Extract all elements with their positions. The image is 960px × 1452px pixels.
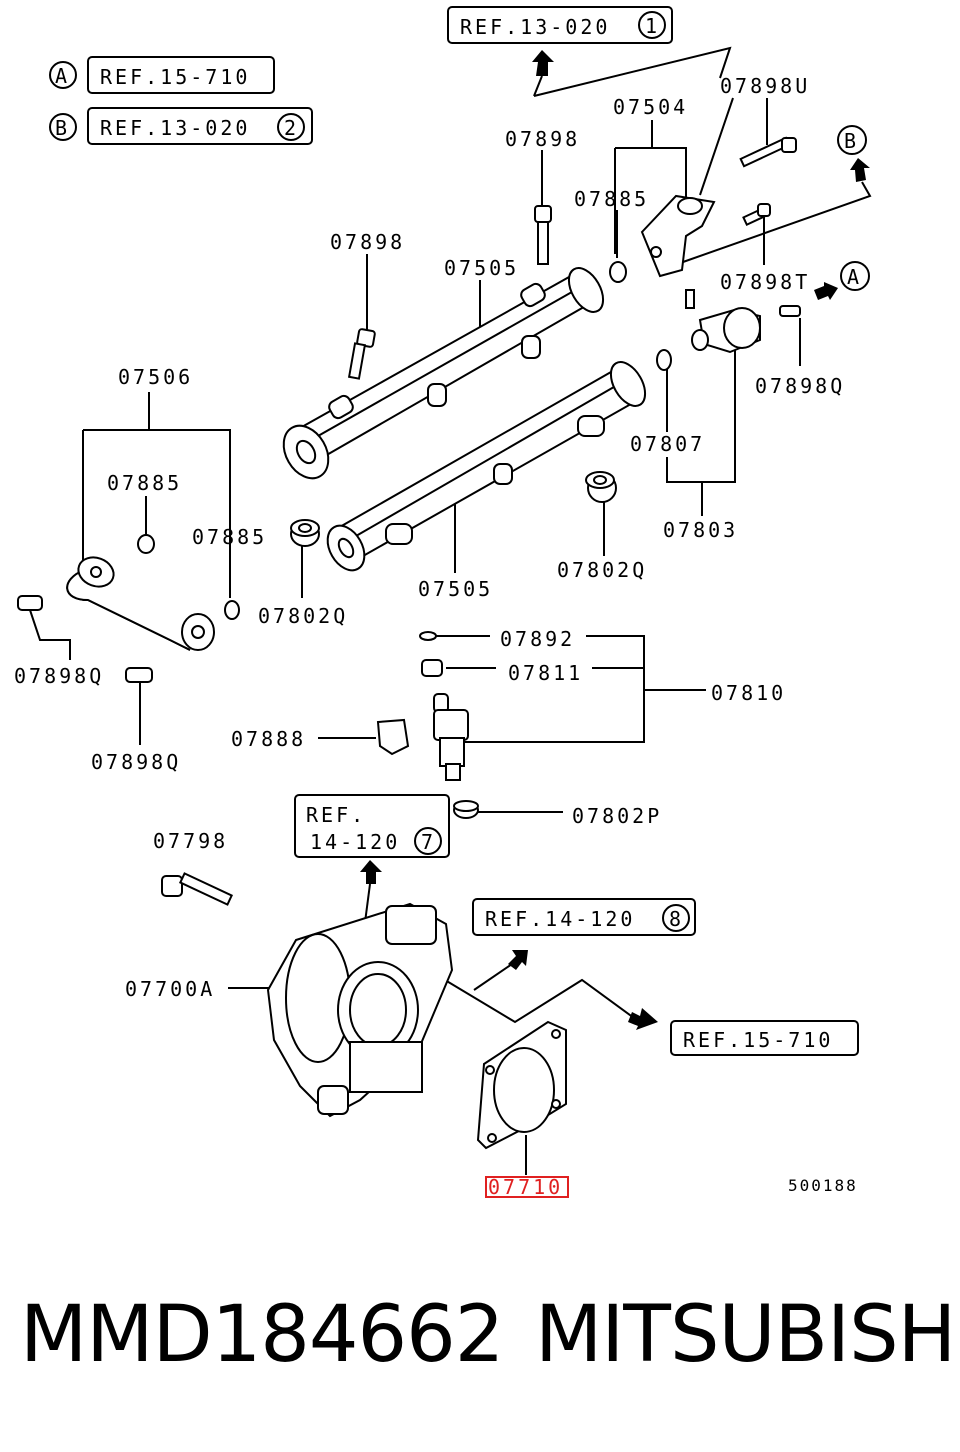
seal-07892[interactable] [419, 631, 437, 641]
fuel-rail-upper[interactable] [275, 262, 610, 486]
crossover-pipe[interactable] [66, 553, 215, 651]
connector-clip-07888[interactable] [376, 718, 410, 756]
arrow-icon [473, 950, 528, 991]
label-07505-a[interactable]: 07505 [444, 256, 519, 280]
label-07885-b[interactable]: 07885 [107, 471, 182, 495]
grommet-07802p[interactable] [453, 800, 479, 819]
ref-text: REF.13-020 [100, 116, 250, 140]
o-ring-07885-a[interactable] [609, 261, 627, 283]
label-07898q-a[interactable]: 07898Q [755, 374, 845, 398]
label-07802q-b[interactable]: 07802Q [557, 558, 647, 582]
arrow-icon [814, 282, 838, 300]
ref-line2: 14-120 [310, 830, 400, 854]
part-number: MMD184662 [20, 1290, 504, 1380]
callout-a[interactable]: A [840, 261, 870, 291]
arrow-icon [682, 158, 872, 263]
part-labels: 07504 07898U 07898 07885 07898 07505 078… [14, 74, 858, 1199]
bolt-07898t[interactable] [742, 203, 771, 227]
label-07505-b[interactable]: 07505 [418, 577, 493, 601]
o-ring-07885-b[interactable] [137, 534, 155, 554]
bolt-07898-b[interactable] [347, 328, 376, 380]
svg-text:B: B [844, 129, 859, 153]
callout-b[interactable]: B [837, 125, 867, 155]
label-07898q-c[interactable]: 07898Q [91, 750, 181, 774]
injector-07810[interactable] [433, 693, 469, 781]
label-07892[interactable]: 07892 [500, 627, 575, 651]
ref-key: B [55, 116, 70, 140]
svg-text:A: A [847, 265, 862, 289]
label-07504[interactable]: 07504 [613, 95, 688, 119]
arrow-icon [532, 46, 732, 97]
cap-07811[interactable] [421, 659, 443, 677]
label-07807[interactable]: 07807 [630, 432, 705, 456]
label-07898q-b[interactable]: 07898Q [14, 664, 104, 688]
ref-num: 2 [284, 116, 299, 140]
gasket-07710[interactable] [476, 1020, 567, 1150]
insulator-07802q-b[interactable] [585, 471, 617, 503]
ref-num: 7 [421, 830, 436, 854]
bolt-07898q-a[interactable] [779, 305, 801, 317]
ref-box-13-020-2[interactable]: B REF.13-020 2 [49, 107, 313, 145]
fuel-rail-lower[interactable] [320, 356, 652, 577]
insulator-07802q-a[interactable] [290, 519, 320, 547]
ref-box-14-120-7[interactable]: REF. 14-120 7 [294, 794, 450, 858]
ref-box-15-710-b[interactable]: REF.15-710 [670, 1020, 859, 1056]
ref-text: REF.15-710 [683, 1028, 833, 1052]
ref-line1: REF. [306, 803, 366, 827]
throttle-body[interactable] [266, 902, 454, 1118]
highlight-box [485, 1176, 569, 1198]
pressure-regulator[interactable] [685, 289, 761, 354]
ref-box-14-120-8[interactable]: REF.14-120 8 [472, 898, 696, 936]
ref-text: REF.14-120 [485, 907, 635, 931]
ref-num: 8 [669, 907, 684, 931]
bracket-07504[interactable] [640, 194, 716, 278]
brand-name: MITSUBISHI [535, 1290, 960, 1380]
label-07898-a[interactable]: 07898 [505, 127, 580, 151]
ref-key: A [55, 64, 70, 88]
bolt-07798[interactable] [161, 872, 234, 906]
label-07898u[interactable]: 07898U [720, 74, 810, 98]
bolt-07898q-b[interactable] [17, 595, 43, 611]
label-07710[interactable]: 07710 [488, 1175, 563, 1199]
label-07803[interactable]: 07803 [663, 518, 738, 542]
label-07802q-a[interactable]: 07802Q [258, 604, 348, 628]
ref-num: 1 [645, 14, 660, 38]
bolt-07898-a[interactable] [534, 205, 552, 265]
label-07885-a[interactable]: 07885 [574, 187, 649, 211]
ref-text: REF.13-020 [460, 15, 610, 39]
ref-box-13-020-1[interactable]: REF.13-020 1 [447, 6, 673, 44]
label-07898t[interactable]: 07898T [720, 270, 810, 294]
label-07811[interactable]: 07811 [508, 661, 583, 685]
bolt-07898q-c[interactable] [125, 667, 153, 683]
label-07802p[interactable]: 07802P [572, 804, 662, 828]
bolt-07898u[interactable] [739, 136, 797, 168]
label-07810[interactable]: 07810 [711, 681, 786, 705]
o-ring-07885-c[interactable] [224, 600, 240, 620]
ref-box-15-710-a[interactable]: A REF.15-710 [49, 56, 275, 94]
drawing-number: 500188 [788, 1176, 858, 1195]
o-ring-07807[interactable] [656, 349, 672, 371]
label-07700a[interactable]: 07700A [125, 977, 215, 1001]
arrow-icon [419, 964, 658, 1030]
label-07885-c[interactable]: 07885 [192, 525, 267, 549]
label-07506[interactable]: 07506 [118, 365, 193, 389]
label-07798[interactable]: 07798 [153, 829, 228, 853]
ref-text: REF.15-710 [100, 65, 250, 89]
label-07888[interactable]: 07888 [231, 727, 306, 751]
label-07898-b[interactable]: 07898 [330, 230, 405, 254]
